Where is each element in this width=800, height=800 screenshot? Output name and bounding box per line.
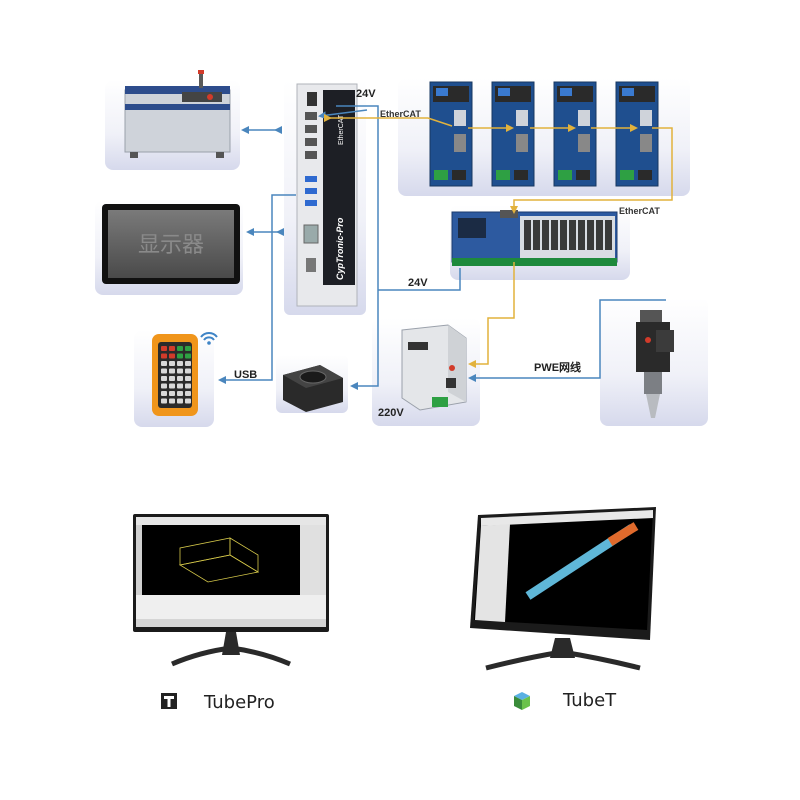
servo-drive: [491, 81, 535, 187]
keypad-key: [177, 353, 183, 359]
label-24v-top: 24V: [356, 88, 376, 100]
relay: [596, 220, 603, 250]
ethercat-logo-bottom: EtherCAT: [619, 206, 660, 216]
servo-drive: [429, 81, 473, 187]
laser-source: [124, 70, 231, 158]
relay: [587, 220, 594, 250]
keypad-key: [161, 346, 167, 351]
keypad-key: [185, 391, 191, 396]
keypad-key: [185, 353, 191, 359]
keypad-key: [169, 398, 175, 404]
yellow-links: [324, 114, 673, 368]
keypad-key: [169, 391, 175, 396]
keypad-key: [169, 346, 175, 351]
keypad-key: [185, 398, 191, 404]
display-monitor: 显示器: [102, 204, 240, 284]
tubet-monitor: [470, 507, 656, 671]
keypad-key: [169, 376, 175, 381]
relay: [605, 220, 612, 250]
keypad-key: [177, 346, 183, 351]
keypad-key: [177, 398, 183, 404]
keypad-key: [161, 368, 167, 374]
keypad-key: [185, 376, 191, 381]
keypad-key: [161, 376, 167, 381]
height-controller-unit: [401, 324, 467, 411]
keypad-key: [161, 398, 167, 404]
label-24v-mid: 24V: [408, 277, 428, 289]
keypad-key: [185, 383, 191, 389]
relay: [524, 220, 531, 250]
keypad-key: [177, 383, 183, 389]
ethercat-logo-top: EtherCAT: [380, 109, 421, 119]
relay: [569, 220, 576, 250]
servo-drive: [615, 81, 659, 187]
relay: [560, 220, 567, 250]
power-supply: [283, 365, 343, 412]
keypad-key: [185, 368, 191, 374]
keypad-key: [161, 391, 167, 396]
tubepro-label: TubePro: [204, 692, 275, 713]
keypad-key: [185, 346, 191, 351]
servo-drive: [553, 81, 597, 187]
io-board: [451, 210, 618, 266]
keypad-key: [177, 376, 183, 381]
keypad-key: [169, 383, 175, 389]
tubepro-monitor: [133, 514, 329, 667]
blue-links: [218, 105, 666, 390]
keypad-key: [177, 368, 183, 374]
tubepro-icon: [161, 693, 177, 709]
label-220v: 220V: [378, 407, 404, 419]
keypad-key: [169, 353, 175, 359]
keypad-key: [161, 361, 167, 366]
handheld-controller: [152, 332, 218, 416]
keypad-key: [177, 361, 183, 366]
keypad-key: [177, 391, 183, 396]
relay: [533, 220, 540, 250]
relay: [578, 220, 585, 250]
wifi-icon: [200, 332, 218, 345]
label-pwe: PWE网线: [534, 360, 581, 374]
controller-ethercat-text: EtherCAT: [338, 114, 345, 145]
keypad-key: [185, 361, 191, 366]
servo-drives: [429, 81, 659, 187]
keypad-key: [169, 361, 175, 366]
tubet-icon: [514, 692, 530, 710]
relay: [551, 220, 558, 250]
controller-brand-text: CypTronic-Pro: [335, 217, 345, 280]
cutting-head: [636, 310, 674, 418]
tubet-label: TubeT: [563, 690, 617, 711]
keypad-key: [161, 383, 167, 389]
relay: [542, 220, 549, 250]
keypad-key: [169, 368, 175, 374]
keypad-key: [161, 353, 167, 359]
display-label: 显示器: [138, 233, 204, 258]
label-usb: USB: [234, 369, 257, 381]
